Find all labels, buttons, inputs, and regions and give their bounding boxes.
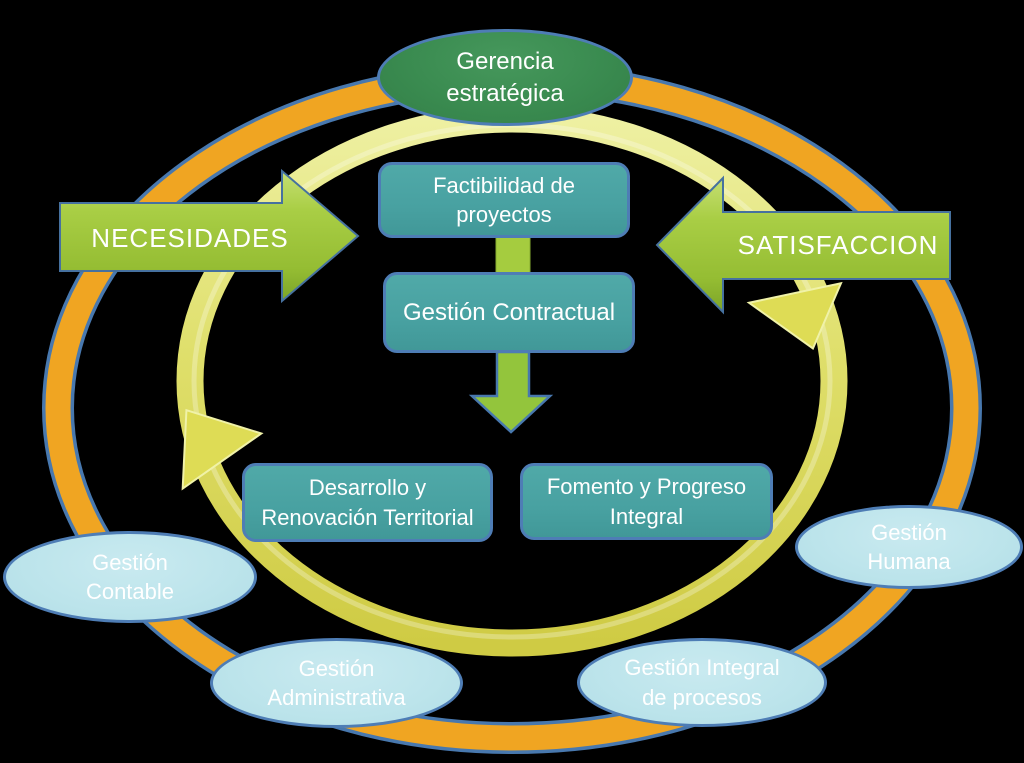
- node-gestion-contable: Gestión Contable: [3, 531, 257, 623]
- node-gestion-administrativa: Gestión Administrativa: [210, 638, 463, 728]
- down-arrow-icon: [468, 350, 554, 434]
- node-label: Gestión Integral de procesos: [624, 655, 780, 710]
- node-label: Factibilidad de proyectos: [433, 172, 575, 227]
- node-label: Gestión Administrativa: [267, 655, 406, 710]
- cycle-arrowhead-right-icon: [746, 281, 843, 351]
- node-factibilidad-proyectos: Factibilidad de proyectos: [378, 162, 630, 238]
- connector-stem: [495, 235, 531, 277]
- node-gestion-integral-procesos: Gestión Integral de procesos: [577, 638, 827, 727]
- node-fomento-progreso: Fomento y Progreso Integral: [520, 463, 773, 540]
- node-label: Fomento y Progreso Integral: [546, 474, 747, 529]
- satisfaction-arrow-shape: [655, 175, 951, 315]
- cycle-arrowhead-left-icon: [181, 408, 264, 491]
- node-label: Gerencia estratégica: [446, 47, 564, 107]
- needs-arrow-shape: [59, 168, 360, 304]
- node-label: Gestión Contractual: [402, 298, 616, 326]
- needs-arrow-label: NECESIDADES: [91, 222, 289, 253]
- node-label: Desarrollo y Renovación Territorial: [261, 475, 474, 530]
- node-gerencia-estrategica: Gerencia estratégica: [377, 29, 633, 126]
- satisfaction-arrow-label: SATISFACCION: [737, 229, 939, 260]
- node-label: Gestión Contable: [85, 549, 175, 604]
- node-label: Gestión Humana: [867, 519, 951, 574]
- node-gestion-contractual: Gestión Contractual: [383, 272, 635, 353]
- node-gestion-humana: Gestión Humana: [795, 505, 1023, 589]
- node-desarrollo-renovacion: Desarrollo y Renovación Territorial: [242, 463, 493, 542]
